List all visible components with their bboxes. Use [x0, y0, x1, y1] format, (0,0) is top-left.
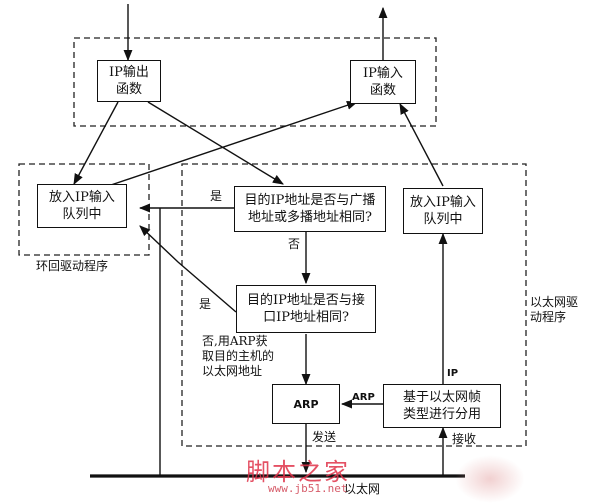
loopback-driver-label: 环回驱动程序: [36, 259, 109, 273]
no-label-broadcast: 否: [288, 237, 301, 251]
label-line: 否,用ARP获: [202, 334, 268, 348]
ip-input-function-box: IP输入 函数: [350, 60, 416, 104]
box-line: 目的IP地址是否与接: [247, 293, 365, 308]
send-label: 发送: [312, 430, 337, 444]
ethernet-driver-label: 以太网驱 动程序: [530, 295, 578, 325]
arrow-loopback-to-input: [107, 100, 359, 187]
yes-label-broadcast: 是: [210, 189, 223, 203]
box-line: 函数: [369, 83, 396, 98]
ip-layer-region: [73, 37, 437, 127]
yes-label-interface: 是: [199, 297, 212, 311]
demux-box: 基于以太网帧 类型进行分用: [383, 384, 501, 428]
label-line: 以太网地址: [202, 364, 263, 378]
box-line: 目的IP地址是否与广播: [244, 193, 376, 208]
ethernet-driver-region: [181, 163, 527, 447]
box-line: 地址或多播地址相同?: [248, 210, 372, 225]
broadcast-check-box: 目的IP地址是否与广播 地址或多播地址相同?: [234, 186, 386, 232]
ethernet-label: 以太网: [344, 482, 381, 496]
arrow-queue-to-input: [399, 103, 444, 187]
box-line: 口IP地址相同?: [263, 310, 349, 325]
loopback-queue-box: 放入IP输入 队列中: [37, 184, 127, 228]
box-line: IP输出: [109, 65, 149, 80]
arrow-output-to-broadcast: [147, 101, 284, 185]
label-line: 动程序: [530, 310, 567, 324]
interface-check-box: 目的IP地址是否与接 口IP地址相同?: [236, 285, 376, 333]
label-line: 以太网驱: [530, 295, 579, 309]
box-line: 类型进行分用: [402, 407, 481, 422]
watermark-url: www.jb51.net: [268, 482, 348, 495]
label-line: 取目的主机的: [202, 349, 275, 363]
arrow-iface-yes: [139, 225, 237, 313]
box-line: 队列中: [62, 207, 102, 222]
arp-edge-label: ARP: [352, 392, 375, 403]
box-line: IP输入: [363, 66, 403, 81]
arrow-output-to-loopback: [73, 101, 119, 185]
no-arp-label: 否,用ARP获 取目的主机的 以太网地址: [202, 334, 274, 379]
ethernet-queue-box: 放入IP输入 队列中: [403, 188, 483, 234]
ip-output-function-box: IP输出 函数: [97, 60, 161, 102]
box-line: 放入IP输入: [410, 195, 476, 210]
receive-label: 接收: [452, 432, 477, 446]
arp-box: ARP: [272, 384, 340, 424]
watermark-smudge: [455, 455, 525, 503]
box-line: 函数: [115, 82, 142, 97]
box-line: 放入IP输入: [49, 190, 115, 205]
box-line: ARP: [293, 397, 319, 411]
box-line: 基于以太网帧: [402, 390, 481, 405]
watermark-logo: 脚本之家: [246, 458, 350, 486]
box-line: 队列中: [423, 212, 463, 227]
ip-edge-label: IP: [447, 368, 459, 379]
